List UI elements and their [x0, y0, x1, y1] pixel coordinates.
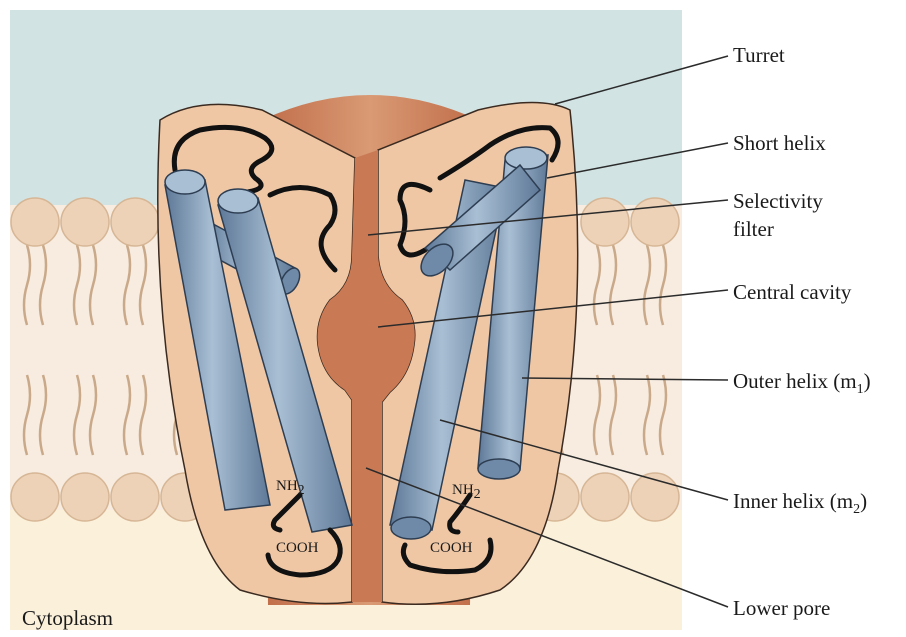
label-selectivity-filter: Selectivity filter	[733, 189, 823, 241]
label-outer-helix: Outer helix (m1)	[733, 369, 871, 402]
label-selectivity-line2: filter	[733, 217, 823, 241]
amino-text: NH	[276, 478, 298, 494]
outer-helix-sub: 1	[857, 382, 864, 397]
amino-subscript: 2	[298, 483, 305, 498]
label-inner-helix: Inner helix (m2)	[733, 489, 867, 522]
carboxyl-terminus-left: COOH	[276, 536, 319, 560]
label-lower-pore: Lower pore	[733, 596, 830, 620]
carboxyl-terminus-right: COOH	[430, 536, 473, 560]
label-central-cavity: Central cavity	[733, 280, 851, 304]
inner-helix-text: Inner helix (m	[733, 489, 853, 513]
label-short-helix: Short helix	[733, 131, 826, 155]
label-cytoplasm: Cytoplasm	[22, 606, 113, 630]
amino-terminus-left: NH2	[276, 474, 305, 503]
amino-terminus-right: NH2	[452, 478, 481, 507]
inner-helix-close: )	[860, 489, 867, 513]
amino-subscript: 2	[474, 487, 481, 502]
outer-helix-close: )	[864, 369, 871, 393]
label-selectivity-line1: Selectivity	[733, 189, 823, 213]
label-turret: Turret	[733, 43, 785, 67]
amino-text: NH	[452, 482, 474, 498]
outer-helix-text: Outer helix (m	[733, 369, 857, 393]
